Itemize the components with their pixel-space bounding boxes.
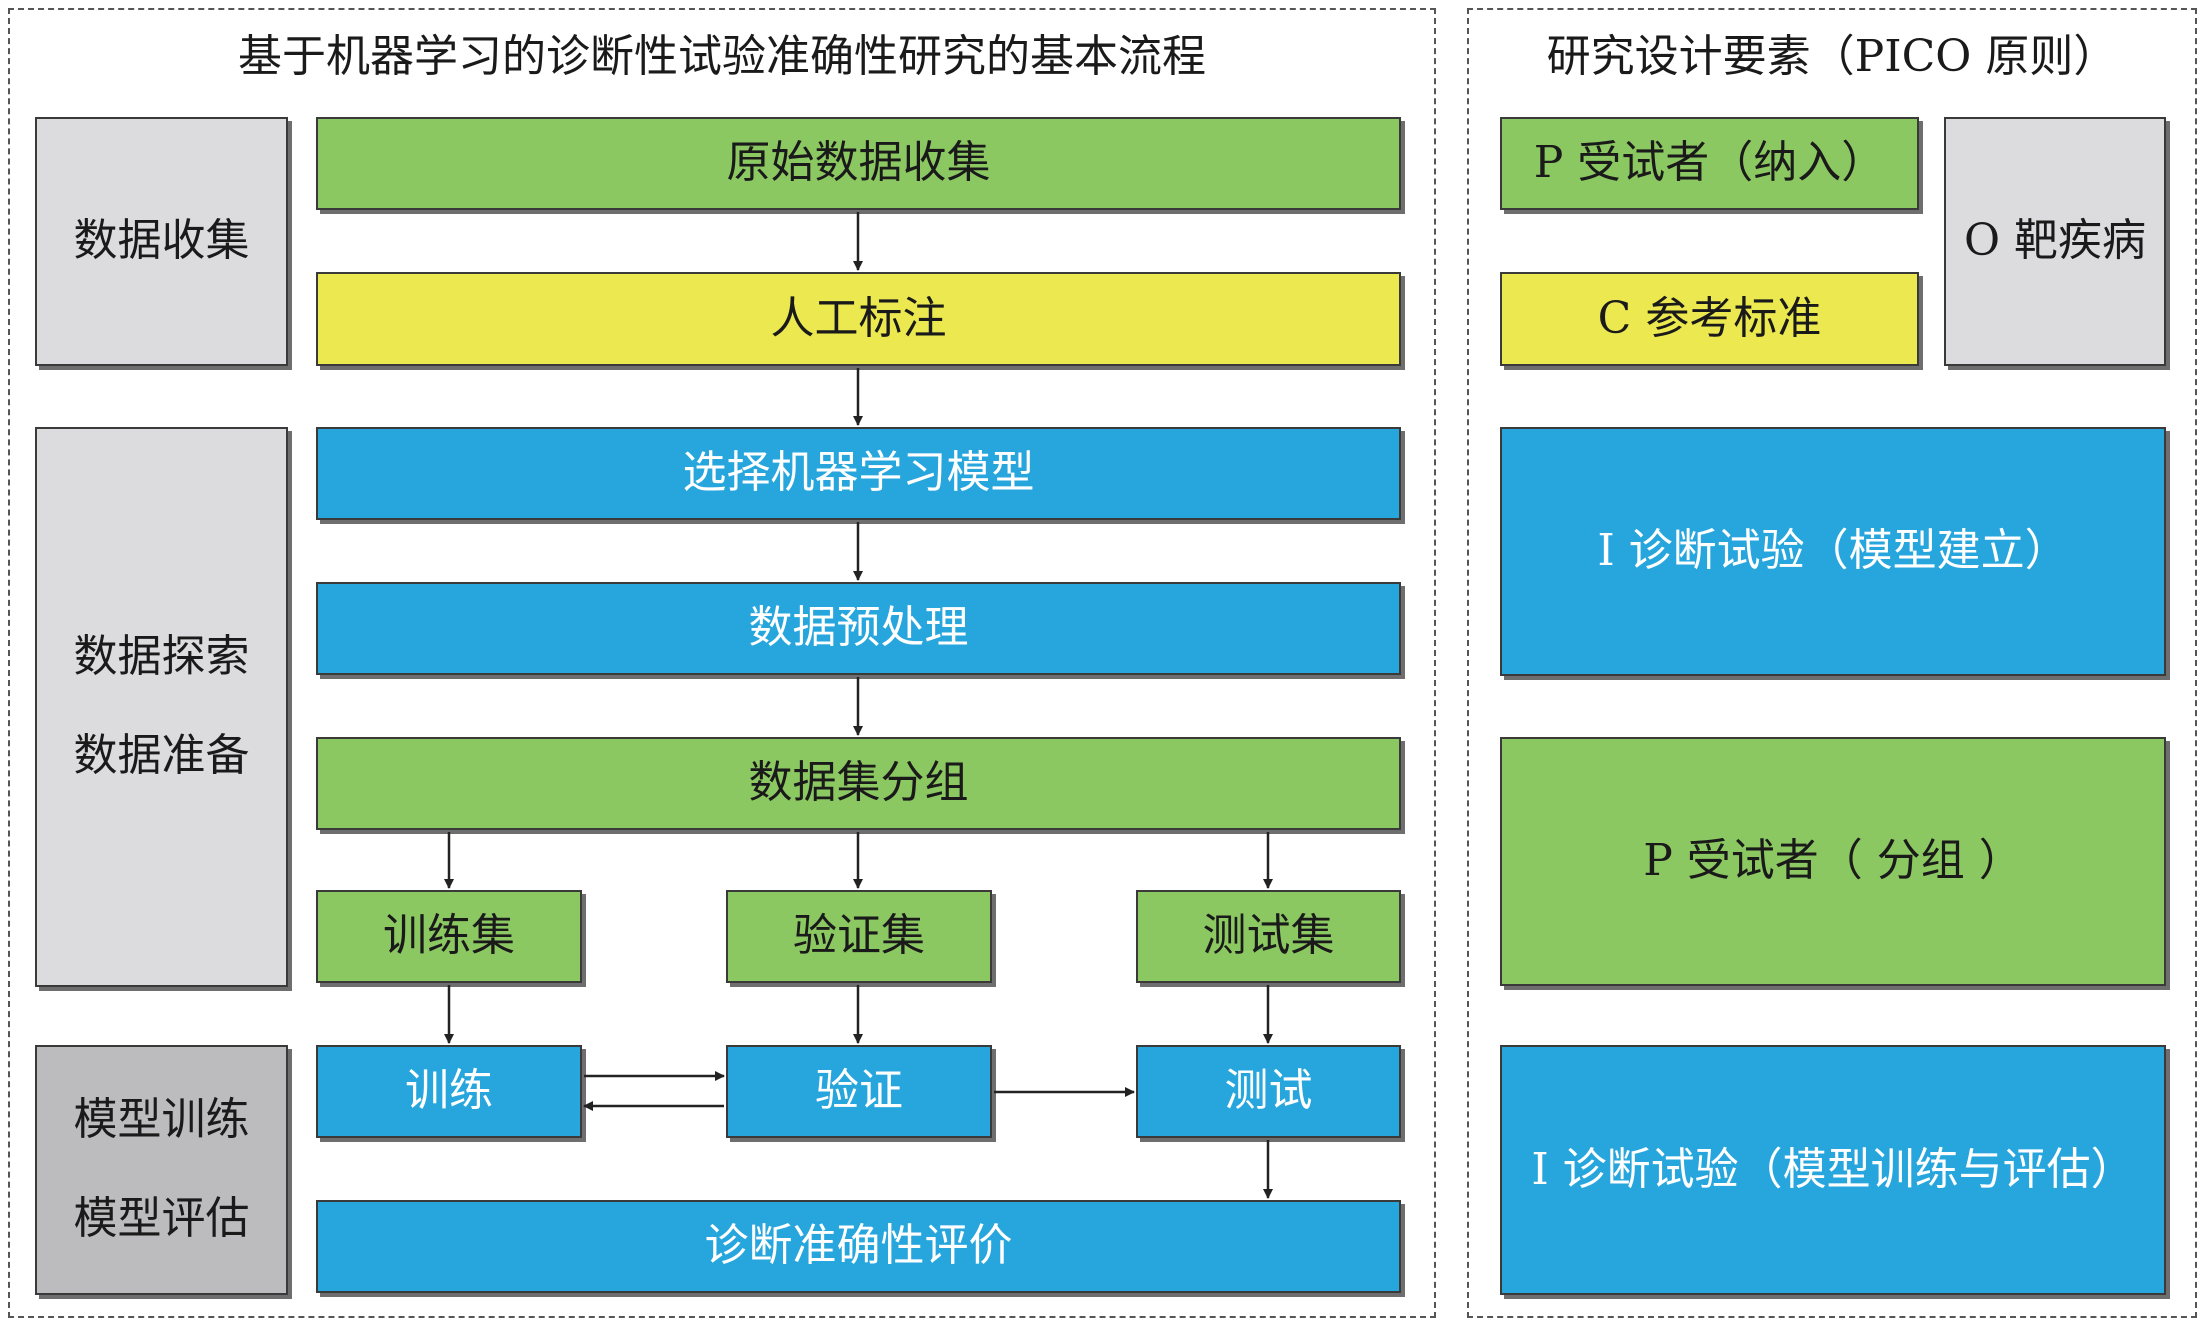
stage-data-exploration-preparation: 数据探索 数据准备: [35, 427, 288, 987]
box-train-label: 训练: [405, 1065, 493, 1117]
box-test-set-label: 测试集: [1202, 910, 1335, 962]
box-validate: 验证: [726, 1045, 992, 1138]
box-validation-set-label: 验证集: [793, 910, 925, 962]
stage-data-collection-label: 数据收集: [73, 215, 250, 267]
box-test-set: 测试集: [1136, 890, 1401, 983]
left-panel-title: 基于机器学习的诊断性试验准确性研究的基本流程: [238, 31, 1206, 82]
stage-data-collection: 数据收集: [35, 117, 288, 366]
pico-c-reference-standard: C 参考标准: [1500, 272, 1919, 366]
pico-p-inclusion: P 受试者（纳入）: [1500, 117, 1919, 210]
box-validation-set: 验证集: [726, 890, 992, 983]
stage-model-training-evaluation: 模型训练 模型评估: [35, 1045, 288, 1295]
box-diagnostic-accuracy-evaluation-label: 诊断准确性评价: [704, 1220, 1013, 1272]
box-data-preprocessing: 数据预处理: [316, 582, 1401, 675]
box-diagnostic-accuracy-evaluation: 诊断准确性评价: [316, 1200, 1401, 1293]
box-validate-label: 验证: [815, 1065, 903, 1117]
stage-data-exploration-label: 数据探索: [73, 631, 250, 683]
box-select-model: 选择机器学习模型: [316, 427, 1401, 520]
pico-i-model-training-evaluation-label: I 诊断试验（模型训练与评估）: [1531, 1143, 2135, 1195]
box-data-preprocessing-label: 数据预处理: [748, 602, 969, 654]
box-train-set-label: 训练集: [383, 910, 515, 962]
left-panel: [8, 8, 1436, 1318]
pico-i-model-building: I 诊断试验（模型建立）: [1500, 427, 2166, 676]
pico-o-target-disease: O 靶疾病: [1944, 117, 2166, 366]
pico-p-grouping-label: P 受试者（ 分组 ）: [1643, 835, 2023, 887]
box-manual-annotation: 人工标注: [316, 272, 1401, 366]
stage-model-evaluation-label: 模型评估: [73, 1193, 250, 1244]
stage-model-training-label: 模型训练: [73, 1094, 250, 1146]
box-dataset-split: 数据集分组: [316, 737, 1401, 830]
box-raw-data-collection: 原始数据收集: [316, 117, 1401, 210]
stage-data-preparation-label: 数据准备: [73, 730, 250, 781]
box-train: 训练: [316, 1045, 582, 1138]
pico-i-model-building-label: I 诊断试验（模型建立）: [1597, 525, 2069, 577]
pico-p-grouping: P 受试者（ 分组 ）: [1500, 737, 2166, 986]
pico-i-model-training-evaluation: I 诊断试验（模型训练与评估）: [1500, 1045, 2166, 1295]
box-dataset-split-label: 数据集分组: [748, 757, 969, 809]
right-panel-title: 研究设计要素（PICO 原则）: [1546, 31, 2118, 82]
box-manual-annotation-label: 人工标注: [770, 292, 947, 344]
box-raw-data-collection-label: 原始数据收集: [726, 137, 991, 189]
pico-p-inclusion-label: P 受试者（纳入）: [1533, 137, 1886, 189]
box-test-label: 测试: [1224, 1065, 1313, 1117]
pico-o-target-disease-label: O 靶疾病: [1963, 215, 2147, 267]
box-test: 测试: [1136, 1045, 1401, 1138]
pico-c-reference-standard-label: C 参考标准: [1597, 292, 1822, 344]
box-select-model-label: 选择机器学习模型: [682, 447, 1035, 499]
right-panel: [1467, 8, 2197, 1318]
box-train-set: 训练集: [316, 890, 582, 983]
